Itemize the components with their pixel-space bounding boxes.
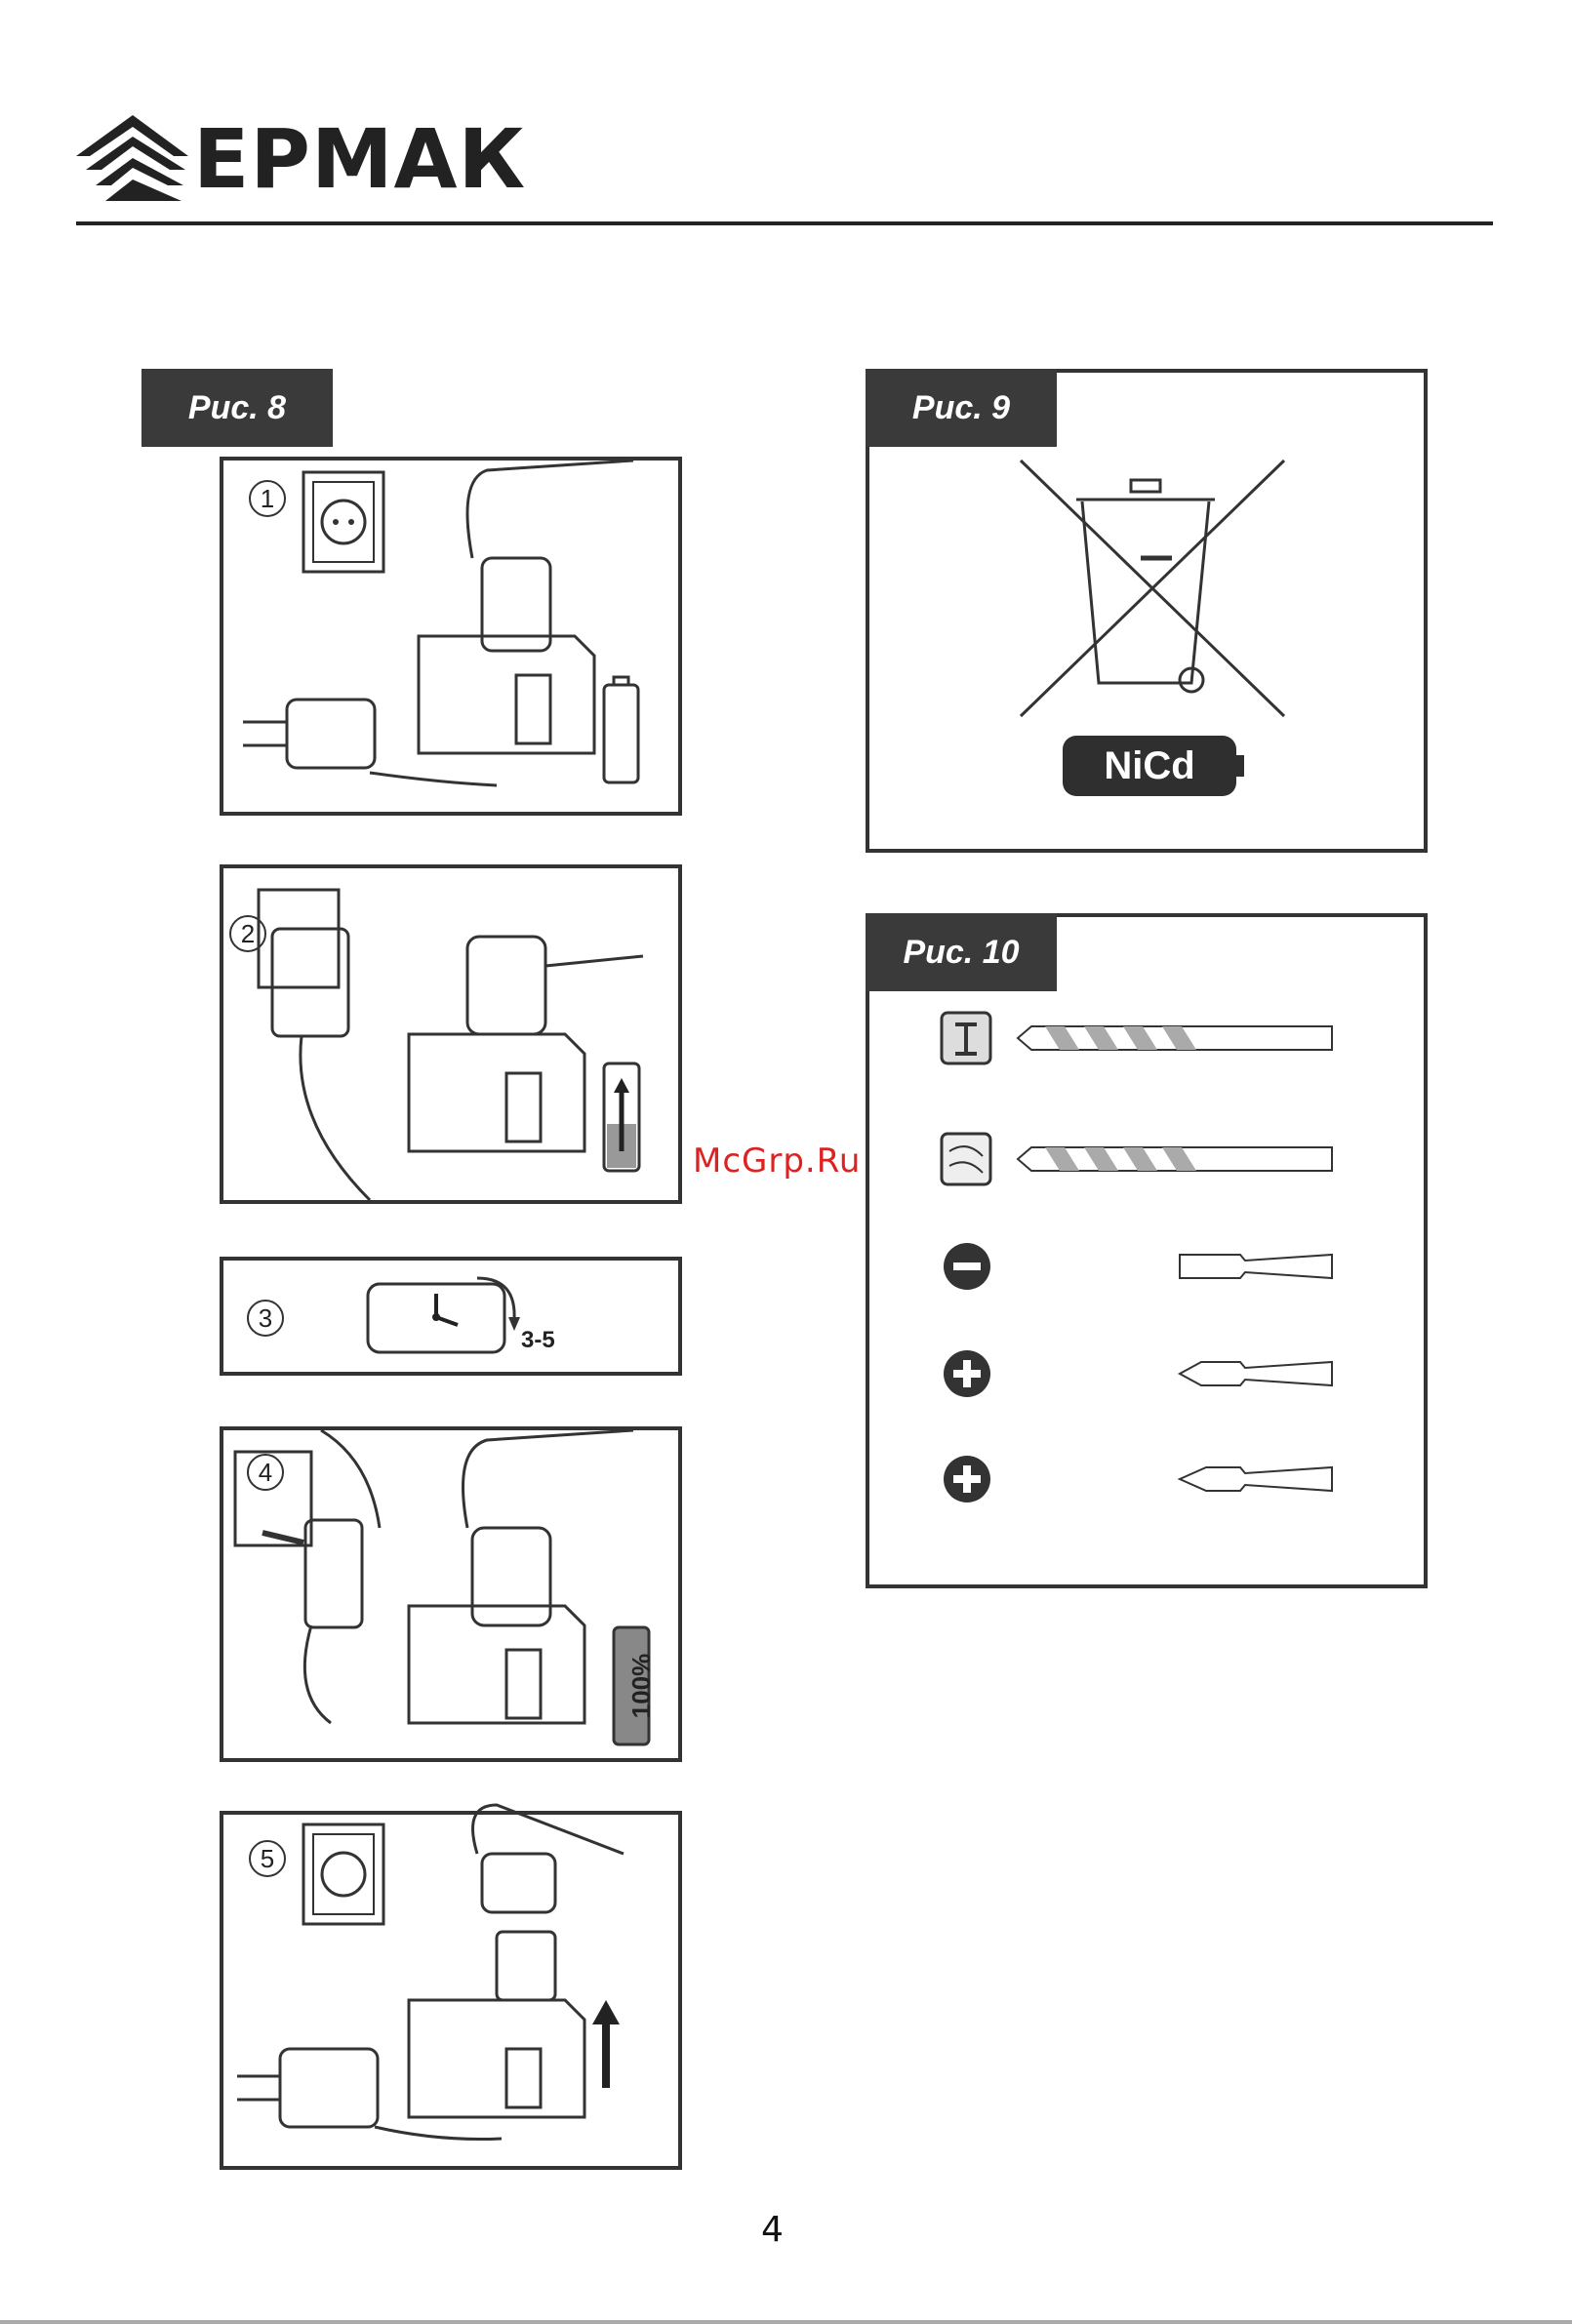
charging-step4-illustration <box>223 1430 686 1766</box>
fig9-label: Рис. 9 <box>866 369 1057 447</box>
slotted-bit-icon <box>1180 1255 1332 1278</box>
drill-battery-icon <box>409 1805 624 2117</box>
battery-charging-icon <box>604 1063 639 1171</box>
charger-icon <box>237 2049 502 2140</box>
fig10-label: Рис. 10 <box>866 913 1057 991</box>
charger-icon <box>243 700 497 785</box>
step3-panel: 3 3-5 <box>220 1257 682 1376</box>
nicd-badge: NiCd <box>1063 736 1236 796</box>
slotted-screw-icon <box>944 1243 990 1290</box>
battery-full-label: 100% <box>626 1627 665 1744</box>
drill-battery-icon <box>409 1430 633 1723</box>
phillips-bit-icon <box>1180 1362 1332 1385</box>
phillips-screw-icon <box>944 1350 990 1397</box>
wood-material-icon <box>942 1134 990 1184</box>
drill-bits-illustration <box>869 917 1431 1592</box>
fig10-panel <box>866 913 1428 1588</box>
clock-icon <box>223 1261 686 1380</box>
unplug-charger-icon <box>235 1430 380 1723</box>
wall-socket-icon <box>303 472 383 572</box>
bottom-border <box>0 2320 1572 2324</box>
header-divider <box>76 221 1493 225</box>
pozidriv-screw-icon <box>944 1456 990 1503</box>
roof-logo-icon <box>76 109 193 207</box>
step1-panel: 1 <box>220 457 682 816</box>
charging-step2-illustration <box>223 868 686 1208</box>
charging-step5-illustration <box>223 1815 686 2174</box>
step4-panel: 4 100% <box>220 1426 682 1762</box>
metal-material-icon <box>942 1013 990 1063</box>
metal-drill-bit-icon <box>1018 1026 1332 1050</box>
wall-socket-icon <box>303 1824 383 1924</box>
page-number: 4 <box>761 2210 784 2250</box>
brand-name: ЕРМАК <box>193 115 526 203</box>
step2-panel: 2 <box>220 864 682 1204</box>
brand-logo: ЕРМАК <box>76 109 535 207</box>
drill-battery-icon <box>419 461 633 753</box>
step5-panel: 5 <box>220 1811 682 2170</box>
battery-empty-icon <box>604 677 638 782</box>
drill-battery-icon <box>409 937 643 1151</box>
arrow-up-icon <box>592 2000 620 2088</box>
wood-drill-bit-icon <box>1018 1147 1332 1171</box>
charging-step1-illustration <box>223 461 686 820</box>
watermark-text: McGrp.Ru <box>693 1142 861 1181</box>
fig8-label: Рис. 8 <box>141 369 333 447</box>
pozidriv-bit-icon <box>1180 1467 1332 1491</box>
battery-terminal-icon <box>1236 755 1244 777</box>
charger-in-socket-icon <box>259 890 370 1200</box>
charge-time-label: 3-5 <box>521 1327 555 1354</box>
